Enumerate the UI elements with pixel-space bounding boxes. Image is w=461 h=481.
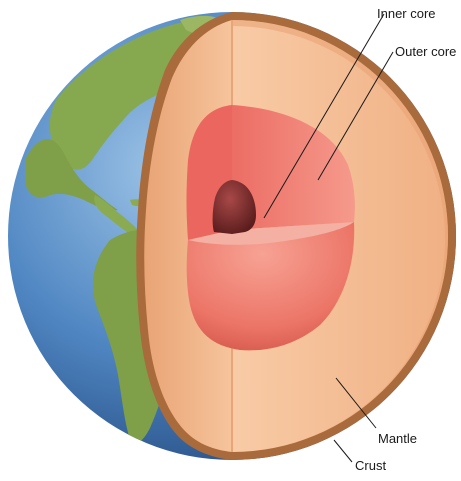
inner-core-label: Inner core	[377, 6, 436, 21]
crust-leader-line	[334, 440, 352, 462]
crust-label: Crust	[355, 458, 386, 473]
mantle-label: Mantle	[378, 431, 417, 446]
outer-core-label: Outer core	[395, 44, 456, 59]
